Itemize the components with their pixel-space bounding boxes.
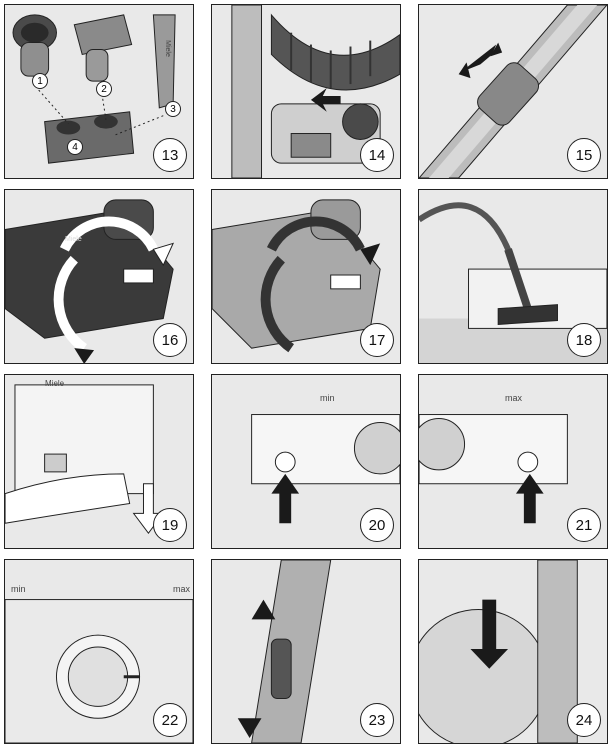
step-number: 20 — [360, 508, 394, 542]
tube-parking-illustration — [419, 560, 578, 743]
floorhead-switch-illustration — [5, 199, 175, 363]
step-number: 24 — [567, 703, 601, 737]
callout-4: 4 — [67, 139, 83, 155]
min-label: min — [11, 584, 26, 594]
step-number: 17 — [360, 323, 394, 357]
brand-logo: Miele — [163, 40, 171, 57]
panel-19: Miele 19 — [4, 374, 194, 549]
panel-20: min 20 — [211, 374, 401, 549]
callout-2: 2 — [96, 81, 112, 97]
step-number: 19 — [153, 508, 187, 542]
panel-16: Miele 16 — [4, 189, 194, 364]
step-number: 14 — [360, 138, 394, 172]
panel-15: 15 — [418, 4, 608, 179]
dial-press-illustration-2 — [419, 414, 568, 524]
floorhead-switch-illustration-2 — [212, 199, 381, 353]
max-label: max — [173, 584, 191, 594]
panel-17: 17 — [211, 189, 401, 364]
panel-24: 24 — [418, 559, 608, 744]
brand-logo: Miele — [45, 379, 65, 388]
callout-1: 1 — [32, 73, 48, 89]
panel-21: max 21 — [418, 374, 608, 549]
max-label: max — [505, 393, 523, 403]
step-number: 13 — [153, 138, 187, 172]
panel-22: min max 22 — [4, 559, 194, 744]
accessories-illustration — [12, 14, 176, 164]
min-label: min — [320, 393, 335, 403]
panel-23: 23 — [211, 559, 401, 744]
callout-3: 3 — [165, 101, 181, 117]
panel-18: 18 — [418, 189, 608, 364]
handle-slider-illustration — [237, 560, 332, 743]
dial-press-illustration — [251, 414, 400, 524]
panel-13: 1 2 3 4 Miele 13 — [4, 4, 194, 179]
step-number: 15 — [567, 138, 601, 172]
panel-14: 14 — [211, 4, 401, 179]
step-number: 22 — [153, 703, 187, 737]
step-number: 21 — [567, 508, 601, 542]
step-number: 18 — [567, 323, 601, 357]
open-lid-illustration — [5, 384, 165, 534]
step-number: 16 — [153, 323, 187, 357]
brand-logo: Miele — [65, 236, 82, 243]
hose-and-brush-illustration — [231, 5, 400, 178]
step-number: 23 — [360, 703, 394, 737]
telescopic-tube-illustration — [419, 5, 607, 178]
